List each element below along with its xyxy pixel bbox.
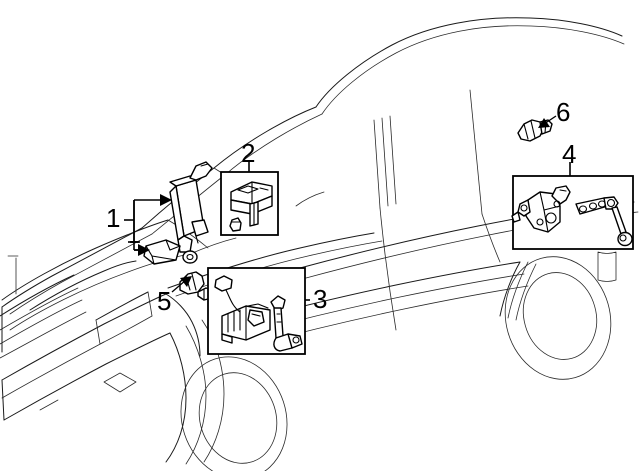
box3-linkage-arm-part bbox=[270, 295, 303, 352]
callout-label-5: 5 bbox=[157, 286, 172, 316]
box3-wire-grommet-part bbox=[214, 275, 241, 313]
callout-label-1: 1 bbox=[106, 203, 121, 233]
box4-leveling-link-part bbox=[575, 196, 633, 247]
box2-bracket-part bbox=[229, 181, 273, 232]
small-sensor-part bbox=[143, 239, 181, 265]
box3-sensor-module-part bbox=[221, 303, 271, 344]
callout-label-2: 2 bbox=[241, 138, 256, 168]
callout-label-3: 3 bbox=[313, 284, 328, 314]
control-module-part bbox=[169, 161, 213, 264]
callout-label-6: 6 bbox=[556, 97, 571, 127]
callout-label-4: 4 bbox=[562, 139, 577, 169]
box4-height-bracket-part bbox=[511, 185, 571, 233]
